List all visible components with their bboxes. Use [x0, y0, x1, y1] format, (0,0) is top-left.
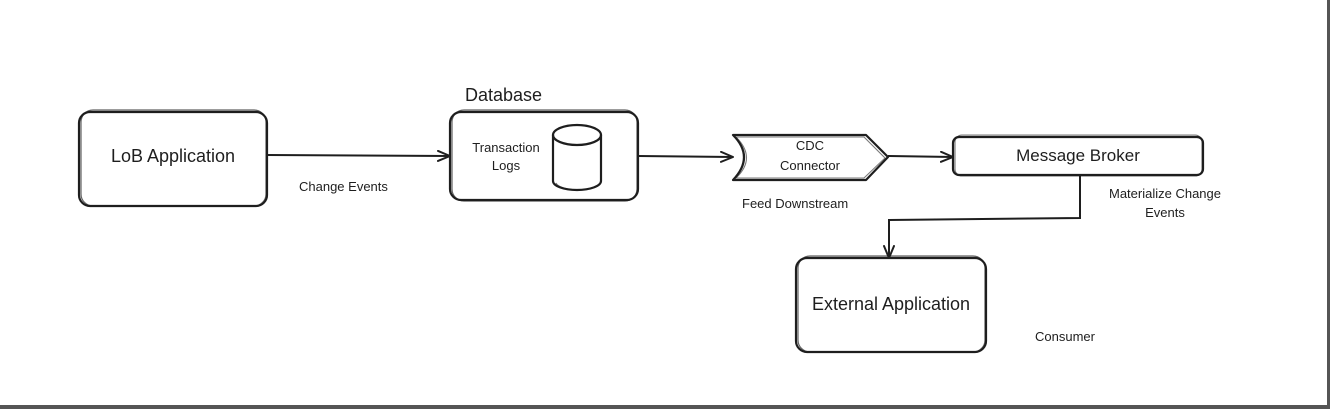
arrow-cdc-to-broker	[887, 150, 954, 163]
cdc-connector-label-line2: Connector	[780, 158, 840, 173]
cdc-connector-shape[interactable]	[731, 133, 890, 182]
feed-downstream-label: Feed Downstream	[742, 196, 849, 211]
change-events-label: Change Events	[299, 179, 388, 194]
lob-application-box[interactable]	[77, 109, 269, 208]
cdc-connector-label-line1: CDC	[795, 138, 825, 153]
arrow-lob-to-database	[266, 149, 451, 162]
transaction-logs-label-line1: Transaction	[472, 140, 540, 155]
arrow-database-to-cdc	[637, 150, 734, 163]
external-application-label: External Application	[811, 294, 971, 314]
materialize-change-events-line1: Materialize Change	[1108, 186, 1221, 201]
arrow-broker-to-external	[883, 176, 1081, 259]
materialize-change-events-line2: Events	[1145, 205, 1185, 220]
database-cylinder-icon	[551, 123, 603, 192]
lob-application-label: LoB Application	[110, 146, 236, 166]
database-title: Database	[465, 85, 543, 105]
canvas-frame-right	[1327, 0, 1330, 409]
transaction-logs-label-line2: Logs	[491, 158, 521, 173]
message-broker-label: Message Broker	[1016, 146, 1140, 165]
consumer-label: Consumer	[1035, 329, 1095, 344]
canvas-frame-bottom	[0, 405, 1330, 409]
